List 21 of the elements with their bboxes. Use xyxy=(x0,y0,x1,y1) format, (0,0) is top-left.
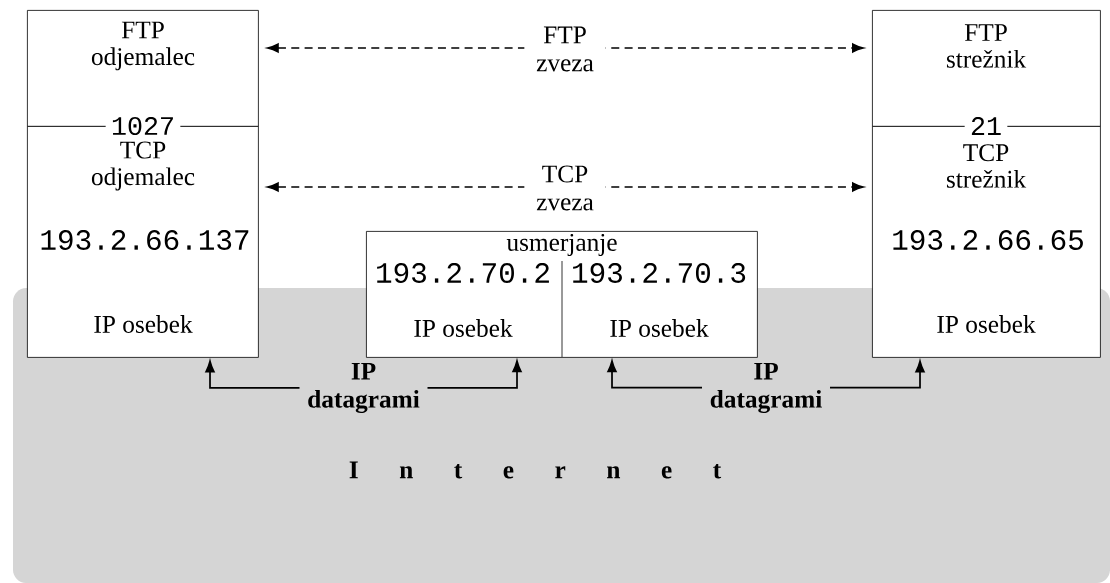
layer-label: FTP odjemalec xyxy=(91,21,195,71)
layer-label: IP osebek xyxy=(94,315,193,333)
layer-label: usmerjanje xyxy=(506,233,617,257)
edge-label: IP datagrami xyxy=(299,362,428,414)
arrow xyxy=(266,43,864,53)
ip-address: 193.2.66.137 xyxy=(41,230,249,250)
layer-label: TCP strežnik xyxy=(946,144,1027,188)
edge-label: TCP zveza xyxy=(524,164,606,212)
layer-label: IP osebek xyxy=(610,319,709,337)
layer-label: TCP odjemalec xyxy=(91,141,195,191)
ip-address: 193.2.66.65 xyxy=(893,230,1083,250)
edge-label: IP datagrami xyxy=(702,362,830,414)
layer-label: IP osebek xyxy=(937,315,1036,333)
network-label: I n t e r n e t xyxy=(349,461,722,479)
layer-label: IP osebek xyxy=(414,319,513,337)
arrow xyxy=(266,182,864,192)
edge-label: FTP zveza xyxy=(524,25,606,73)
port-number: 21 xyxy=(964,117,1008,135)
layer-label: FTP strežnik xyxy=(946,24,1027,68)
ip-address: 193.2.70.3 xyxy=(573,263,746,283)
ip-address: 193.2.70.2 xyxy=(377,263,549,283)
